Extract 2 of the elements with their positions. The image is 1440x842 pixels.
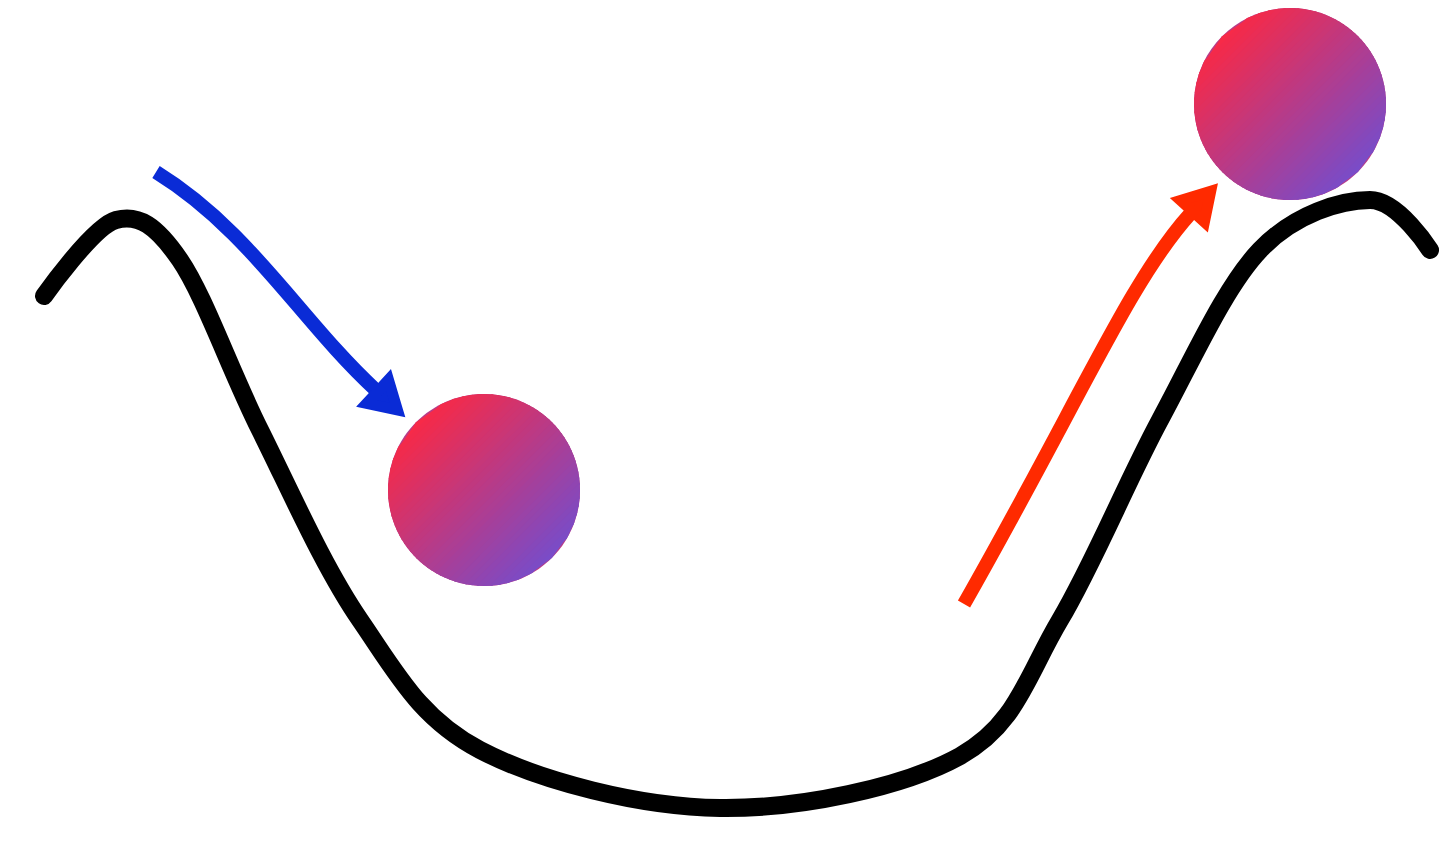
ball: [388, 394, 580, 586]
ball: [1194, 8, 1386, 200]
